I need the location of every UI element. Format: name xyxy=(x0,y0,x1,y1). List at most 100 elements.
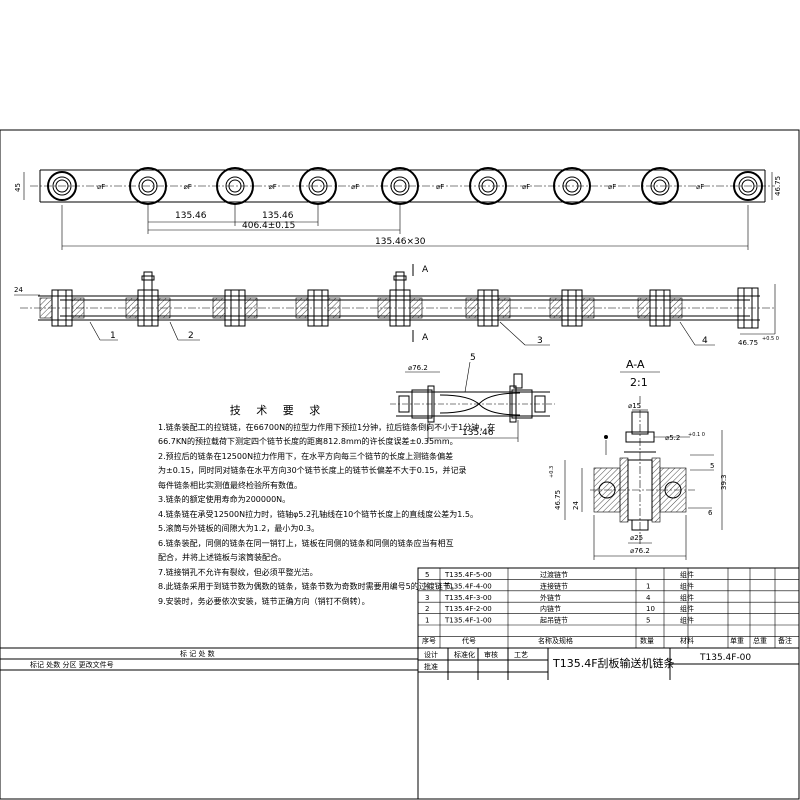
hole-symbol: ⌀F xyxy=(269,183,277,191)
notes-title: 技 术 要 求 xyxy=(229,404,327,417)
bom-header-cell: 序号 xyxy=(422,636,436,645)
bom-cell: T135.4F-5-00 xyxy=(444,571,492,579)
side-roller-right xyxy=(669,297,683,319)
change-log-label: 标 记 处 数 xyxy=(180,649,215,658)
section-h3: 39.3 xyxy=(720,474,728,490)
link-hole xyxy=(650,176,670,196)
side-roller-left xyxy=(637,297,651,319)
lifting-lug xyxy=(143,271,153,291)
side-link-block xyxy=(307,289,329,327)
tb-label-design: 设计 xyxy=(424,650,438,659)
note-line: 2.预拉后的链条在12500N拉力作用下，在水平方向每三个链节的长度上测链条偏差 xyxy=(158,451,454,461)
side-roller-left xyxy=(295,297,309,319)
side-link-block xyxy=(51,289,73,327)
detail-callout-5: 5 xyxy=(470,353,476,363)
section-d-roller: ⌀25 xyxy=(630,534,643,542)
bom-cell: 4 xyxy=(425,582,430,590)
side-link-block xyxy=(477,289,499,327)
tb-label-approve: 批准 xyxy=(424,662,438,671)
link-hole xyxy=(738,176,758,196)
side-roller-right xyxy=(581,297,595,319)
section-h1: 46.75 xyxy=(554,490,562,510)
bom-cell: 5 xyxy=(425,571,429,579)
bom-cell: 组件 xyxy=(680,593,694,602)
note-line: 为±0.15，同时同对链条在水平方向30个链节长度上的链节长偏差不大于0.15，… xyxy=(158,466,467,475)
side-link-block xyxy=(649,289,671,327)
bom-cell: T135.4F-4-00 xyxy=(444,582,492,590)
hole-symbol: ⌀F xyxy=(522,183,530,191)
side-right-dim: 46.75 xyxy=(738,339,758,347)
link-outer-circle xyxy=(641,167,679,205)
link-hole xyxy=(52,176,72,196)
link-pin xyxy=(228,179,242,193)
link-pin xyxy=(481,179,495,193)
note-line: 8.此链条采用于到链节数为偶数的链条，链条节数为奇数时需要用编号5的过渡链节。 xyxy=(158,582,459,591)
tb-label-process: 工艺 xyxy=(514,651,528,659)
section-w2: 6 xyxy=(708,509,713,517)
bom-header-cell: 材料 xyxy=(680,636,694,645)
bom-cell: 外链节 xyxy=(540,593,561,602)
pitch-dim-1: 135.46 xyxy=(175,211,207,221)
top-left-dim: 45 xyxy=(14,183,22,192)
hole-symbol: ⌀F xyxy=(97,183,105,191)
section-d-outer: ⌀76.2 xyxy=(630,547,650,555)
bom-cell: 组件 xyxy=(680,581,694,590)
link-outer-circle xyxy=(47,171,77,201)
note-line: 3.链条的额定使用寿命为200000N。 xyxy=(158,495,291,504)
drawing-title: T135.4F刮板输送机链条 xyxy=(552,656,675,670)
link-pin xyxy=(741,179,755,193)
bom-cell: 3 xyxy=(425,594,429,602)
link-hole xyxy=(478,176,498,196)
pitch-dim-2: 135.46 xyxy=(262,211,294,221)
link-hole xyxy=(225,176,245,196)
bom-header-cell: 备注 xyxy=(778,636,792,645)
note-line: 每件链条相比实测值最终检验所有数值。 xyxy=(158,480,302,490)
bom-cell: 内链节 xyxy=(540,604,561,613)
link-outer-circle xyxy=(469,167,507,205)
section-d-pin-tol: +0.1 0 xyxy=(688,432,705,438)
link-hole xyxy=(390,176,410,196)
title-block: 标 记 处 数 标记 处数 分区 更改文件号 设计 标准化 审核 工艺 批准 T… xyxy=(0,647,799,799)
bom-header-cell: 代号 xyxy=(462,636,476,645)
link-pin xyxy=(393,179,407,193)
side-roller-left xyxy=(377,297,391,319)
note-line: 4.链条链在承受12500N拉力时，链轴φ5.2孔轴线在10个链节长度上的直线度… xyxy=(158,509,478,519)
bom-cell: 1 xyxy=(425,617,429,625)
link-pin xyxy=(55,179,69,193)
section-mark-bottom: A xyxy=(422,333,429,343)
side-roller-right xyxy=(71,297,85,319)
top-view: ⌀F⌀F⌀F⌀F⌀F⌀F⌀F⌀F 45 46.75 135.46 135.46 … xyxy=(14,167,782,250)
note-line: 66.7KN的预拉载荷下测定四个链节长度的距离812.8mm的许长度误差±0.3… xyxy=(158,437,458,446)
side-roller-right xyxy=(497,297,511,319)
bom-cell: 连接链节 xyxy=(540,581,568,590)
side-right-tol: +0.5 0 xyxy=(762,336,779,342)
bom-cell: T135.4F-1-00 xyxy=(444,617,492,625)
bom-header-cell: 数量 xyxy=(640,636,654,645)
note-line: 1.链条装配工的拉链链，在66700N的拉型力作用下预拉1分钟，拉后链条倒向不小… xyxy=(158,422,496,432)
detail-diameter: ⌀76.2 xyxy=(408,364,428,372)
link-outer-circle xyxy=(129,167,167,205)
link-outer-circle xyxy=(216,167,254,205)
link-outer-circle xyxy=(381,167,419,205)
callout-1: 1 xyxy=(110,331,116,341)
bom-cell: 4 xyxy=(646,594,651,602)
side-roller-right xyxy=(244,297,258,319)
end-link xyxy=(737,287,759,329)
side-roller-right xyxy=(157,297,171,319)
hole-symbol: ⌀F xyxy=(351,183,359,191)
link-hole xyxy=(308,176,328,196)
callout-4: 4 xyxy=(702,336,708,346)
section-mark-top: A xyxy=(422,265,429,275)
link-pin xyxy=(141,179,155,193)
bom-cell: 组件 xyxy=(680,570,694,579)
section-aa: A-A 2:1 ⌀15 ⌀5.2 +0.1 0 5 39.3 6 46.75 xyxy=(549,358,728,560)
section-d-pin: ⌀5.2 xyxy=(665,434,680,442)
lifting-lug xyxy=(395,271,405,291)
bom-cell: 10 xyxy=(646,605,655,613)
bom-header-cell: 总重 xyxy=(753,636,767,645)
bom-header-cell: 单重 xyxy=(730,636,744,645)
section-h2: 24 xyxy=(572,501,580,510)
bom-cell: 组件 xyxy=(680,604,694,613)
note-line: 7.链接销孔不允许有裂纹，但必须平整光洁。 xyxy=(158,567,318,577)
